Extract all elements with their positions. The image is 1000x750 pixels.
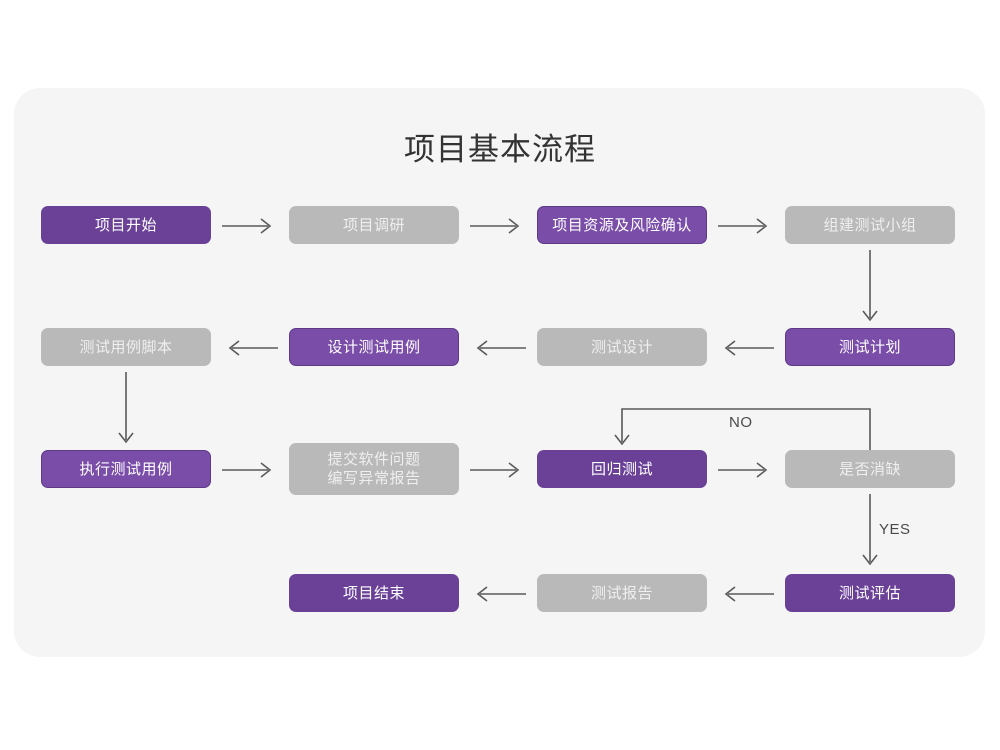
node-project-research[interactable]: 项目调研	[289, 206, 459, 244]
node-defect-resolved[interactable]: 是否消缺	[785, 450, 955, 488]
node-test-plan[interactable]: 测试计划	[785, 328, 955, 366]
node-test-report[interactable]: 测试报告	[537, 574, 707, 612]
node-project-start[interactable]: 项目开始	[41, 206, 211, 244]
node-resource-risk-confirm[interactable]: 项目资源及风险确认	[537, 206, 707, 244]
node-submit-issue-report[interactable]: 提交软件问题 编写异常报告	[289, 443, 459, 495]
node-build-test-team[interactable]: 组建测试小组	[785, 206, 955, 244]
node-test-design[interactable]: 测试设计	[537, 328, 707, 366]
edge-label-no: NO	[729, 414, 753, 431]
flowchart-card	[14, 88, 985, 657]
page-title: 项目基本流程	[404, 132, 596, 167]
node-execute-test-cases[interactable]: 执行测试用例	[41, 450, 211, 488]
edge-label-yes: YES	[879, 521, 911, 538]
node-design-test-cases[interactable]: 设计测试用例	[289, 328, 459, 366]
node-test-case-script[interactable]: 测试用例脚本	[41, 328, 211, 366]
node-test-evaluation[interactable]: 测试评估	[785, 574, 955, 612]
node-project-end[interactable]: 项目结束	[289, 574, 459, 612]
node-regression-test[interactable]: 回归测试	[537, 450, 707, 488]
